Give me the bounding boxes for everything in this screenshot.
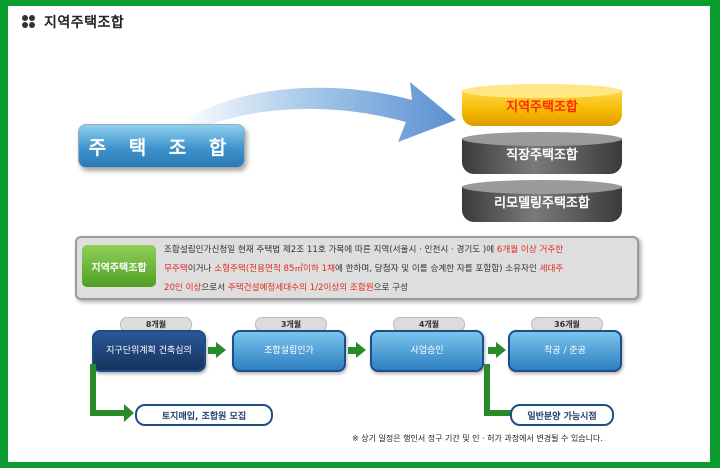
sub-step-pill: 토지매입, 조합원 모집 (135, 404, 273, 426)
housing-union-box: 주 택 조 합 (78, 124, 245, 168)
page-title: 지역주택조합 (44, 15, 125, 31)
union-type-label: 지역주택조합 (506, 100, 578, 115)
curved-arrow-icon (180, 82, 456, 142)
cylinder-remodeling: 리모델링주택조합 (462, 180, 622, 224)
page-header: 지역주택조합 (22, 12, 124, 32)
footnote: ※ 상기 일정은 행인서 정구 기간 및 인 · 허가 과정에서 변경될 수 있… (352, 434, 603, 443)
branch-arrow-icon (90, 364, 134, 422)
cylinder-regional: 지역주택조합 (462, 84, 622, 128)
info-text: 조합설립인가신청일 현재 주택법 제2조 11호 가목에 따른 지역(서울시 ·… (164, 245, 564, 293)
info-box (75, 236, 639, 300)
step-box: 착공 / 준공 (508, 330, 622, 372)
step-box: 사업승인 (370, 330, 484, 372)
cylinder-workplace: 직장주택조합 (462, 132, 622, 176)
info-label: 지역주택조합 (82, 245, 156, 287)
union-types-stack: 리모델링주택조합 직장주택조합 지역주택조합 (462, 80, 622, 230)
sub-step-pill: 일반분양 가능시점 (510, 404, 614, 426)
union-type-label: 직장주택조합 (506, 148, 578, 163)
bullet-dots-icon (22, 15, 36, 29)
step-box: 지구단위계획 건축심의 (92, 330, 206, 372)
content-panel (8, 6, 710, 462)
step-box: 조합설립인가 (232, 330, 346, 372)
union-type-label: 리모델링주택조합 (494, 196, 590, 211)
